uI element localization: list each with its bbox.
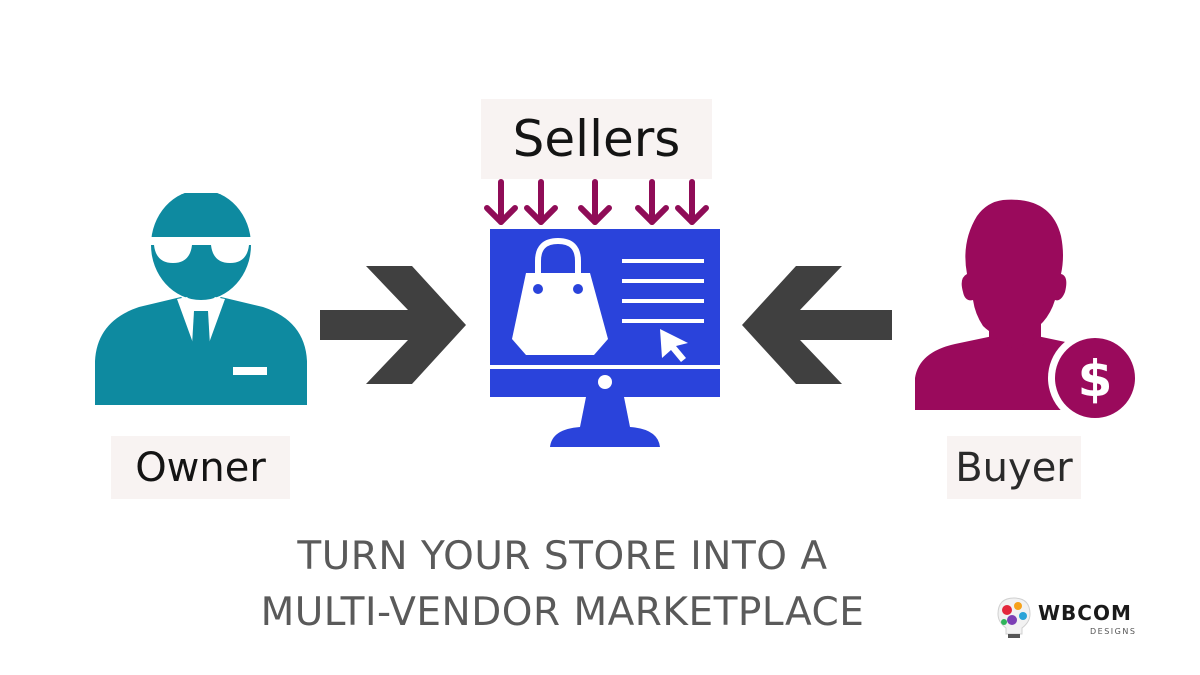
owner-to-store-arrow bbox=[320, 266, 466, 384]
seller-arrow-5 bbox=[675, 179, 709, 225]
seller-arrow-1 bbox=[484, 179, 518, 225]
seller-arrows bbox=[484, 179, 709, 225]
tagline-line-2: MULTI-VENDOR MARKETPLACE bbox=[260, 590, 865, 635]
svg-text:$: $ bbox=[1078, 350, 1113, 408]
store-monitor-icon bbox=[490, 229, 720, 447]
buyer-icon: $ bbox=[915, 199, 1142, 425]
seller-arrow-2 bbox=[524, 179, 558, 225]
logo-name: WBCOM bbox=[1038, 601, 1132, 625]
tagline-line-1: TURN YOUR STORE INTO A bbox=[297, 534, 828, 579]
logo-subtitle: DESIGNS bbox=[1090, 627, 1137, 636]
wbcom-logo-icon bbox=[997, 597, 1031, 638]
owner-icon bbox=[95, 193, 307, 405]
buyer-label: Buyer bbox=[947, 436, 1081, 499]
buyer-to-store-arrow bbox=[742, 266, 892, 384]
owner-label: Owner bbox=[111, 436, 290, 499]
sellers-label: Sellers bbox=[481, 99, 712, 179]
seller-arrow-3 bbox=[578, 179, 612, 225]
seller-arrow-4 bbox=[635, 179, 669, 225]
